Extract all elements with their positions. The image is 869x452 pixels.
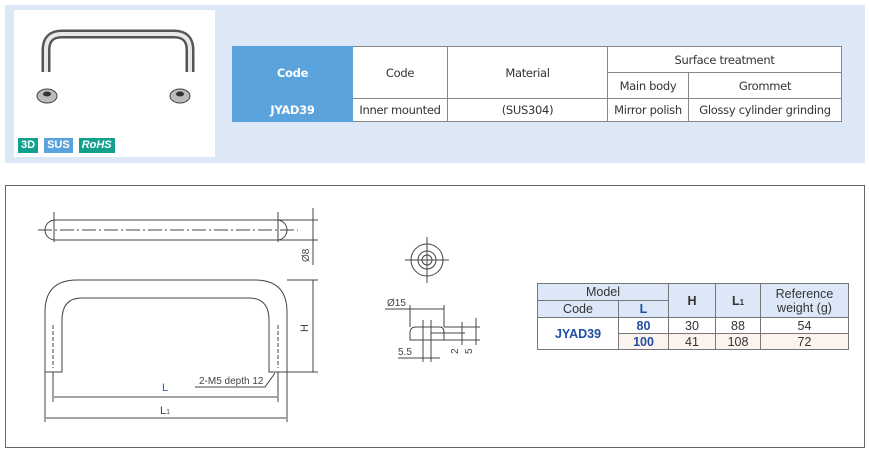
top-view — [38, 208, 318, 265]
dim-5-5: 5.5 — [398, 347, 412, 358]
product-photo — [14, 10, 215, 157]
grommet-side-view — [385, 305, 480, 362]
badge-sus: SUS — [44, 138, 73, 153]
header-code: Code — [537, 300, 619, 318]
header-material: Material — [447, 46, 608, 99]
cell-L1: 88 — [715, 317, 761, 334]
cell-L1: 108 — [715, 333, 761, 350]
table-row: JYAD39 80 30 88 54 — [537, 317, 849, 350]
table-row: 100 41 108 72 — [538, 333, 849, 350]
row-main-body: Mirror polish — [607, 98, 689, 122]
header-L: L — [618, 300, 669, 318]
header-H: H — [668, 283, 716, 318]
header-surface: Surface treatment — [607, 46, 842, 73]
row-mount: Inner mounted — [352, 98, 448, 122]
dim-H: H — [299, 324, 311, 332]
cell-H: 41 — [668, 333, 716, 350]
cell-H: 30 — [668, 317, 716, 334]
dim-dia15: Ø15 — [387, 298, 406, 309]
dim-2: 2 — [450, 348, 461, 354]
badge-rohs: RoHS — [78, 138, 115, 153]
badge-3d: 3D — [18, 138, 39, 153]
header-code: Code — [352, 46, 448, 99]
grommet-top-view — [405, 237, 449, 283]
header-grommet: Grommet — [688, 72, 842, 99]
header-L1: L1 — [715, 283, 761, 318]
cell-code: JYAD39 — [537, 317, 619, 350]
front-view — [44, 279, 318, 422]
cell-L: 80 — [618, 317, 669, 334]
row-material: (SUS304) — [447, 98, 608, 122]
dim-5: 5 — [464, 348, 475, 354]
thread-note: 2-M5 depth 12 — [199, 376, 264, 387]
cell-weight: 54 — [760, 317, 849, 334]
dim-L: L — [162, 382, 168, 394]
cell-L: 100 — [618, 333, 669, 350]
dim-L1: L1 — [160, 405, 170, 417]
header-main-body: Main body — [607, 72, 689, 99]
spec-table: Code Code Material Surface treatment Mai… — [232, 46, 842, 122]
header-model: Model — [537, 283, 669, 301]
cell-weight: 72 — [760, 333, 849, 350]
row-grommet: Glossy cylinder grinding — [688, 98, 842, 122]
handle-image — [36, 29, 195, 104]
dim-dia8: Ø8 — [301, 248, 312, 262]
header-code-blue: Code — [232, 46, 353, 99]
drawing-panel — [5, 185, 865, 448]
